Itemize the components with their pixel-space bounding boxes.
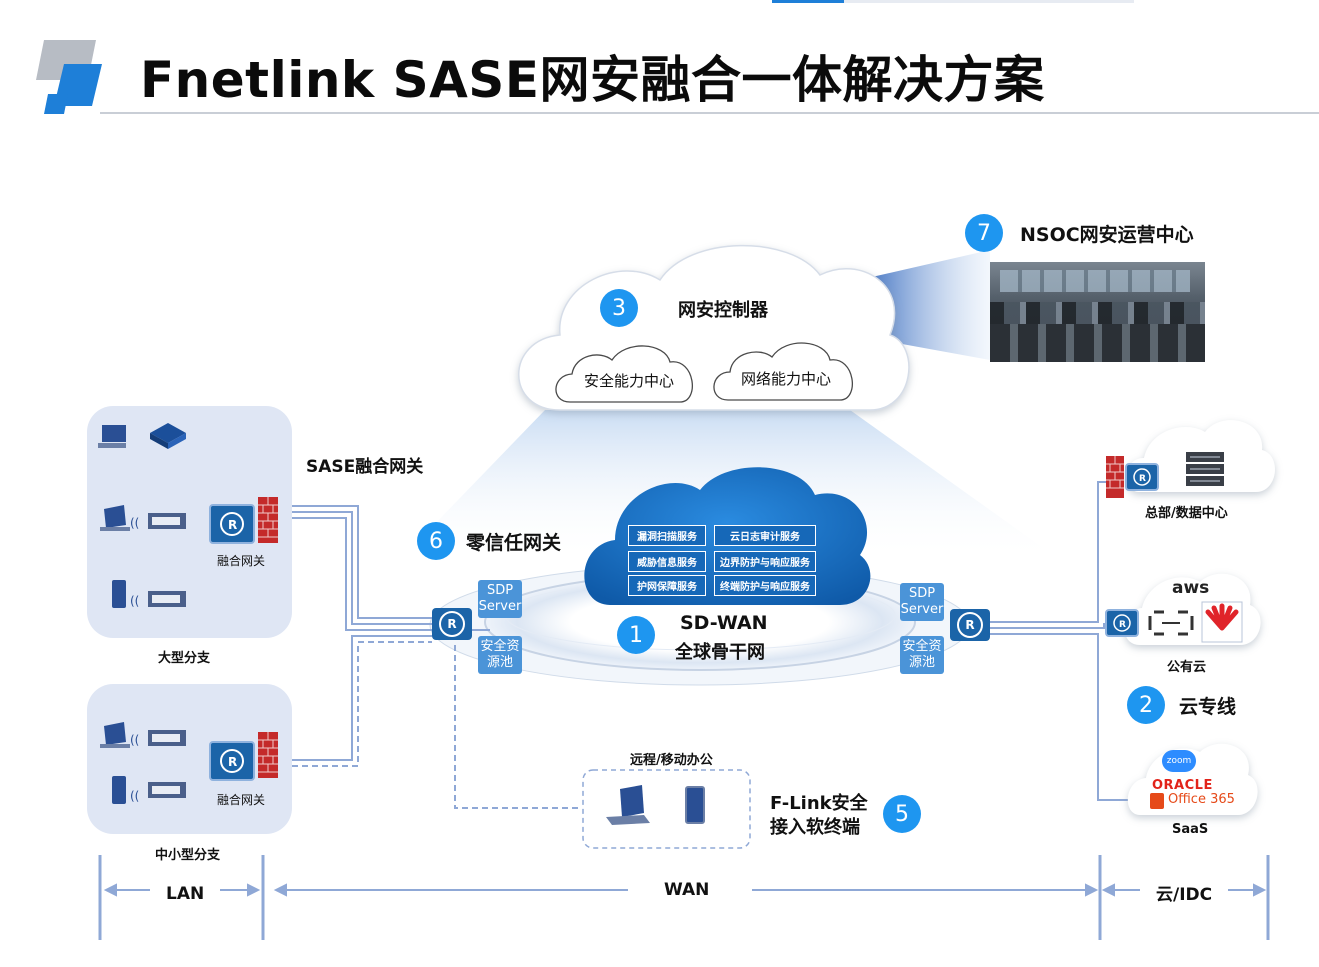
switch-icon (150, 423, 186, 449)
large-branch-devices: (( (( R (98, 423, 278, 608)
nsoc-photo (990, 262, 1205, 362)
zoom-logo: zoom (1162, 750, 1196, 772)
remote-number-badge: 5 (883, 795, 921, 833)
svg-text:((: (( (130, 594, 139, 608)
zone-rulers (98, 855, 1270, 940)
cloud-line-label: 云专线 (1179, 696, 1237, 718)
service-hvv-support: 护网保障服务 (628, 575, 706, 596)
svg-text:R: R (228, 518, 237, 532)
sdwan-number-badge: 1 (617, 616, 655, 654)
small-branch-gateway-label: 融合网关 (217, 793, 266, 807)
sase-label: SASE融合网关 (306, 457, 424, 477)
security-capability-center: 安全能力中心 (584, 372, 675, 390)
tablet-icon (685, 786, 705, 824)
wifi-ap-icon (148, 513, 186, 529)
title-divider (100, 112, 1319, 114)
logo-icon (36, 40, 102, 114)
svg-text:R: R (228, 755, 237, 769)
security-cloud-shape (555, 345, 693, 403)
network-capability-center: 网络能力中心 (741, 370, 832, 388)
tablet-icon (112, 580, 126, 608)
svg-text:((: (( (130, 516, 139, 530)
sdp-server-right: SDP Server (900, 583, 944, 621)
large-branch-gateway-label: 融合网关 (217, 554, 266, 568)
remote-client-line1: F-Link安全 (770, 793, 868, 814)
logo-mark (34, 40, 104, 116)
page-title: Fnetlink SASE网安融合一体解决方案 (140, 51, 1045, 109)
sdwan-subtitle: 全球骨干网 (675, 642, 765, 663)
office365-logo: Office 365 (1168, 792, 1235, 807)
controller-number-badge: 3 (600, 289, 638, 327)
zone-lan-label: LAN (166, 884, 205, 904)
small-branch-box (87, 684, 292, 834)
service-boundary-defense: 边界防护与响应服务 (714, 551, 816, 572)
hq-devices: R (1106, 452, 1224, 498)
service-cloud-log-audit: 云日志审计服务 (714, 525, 816, 546)
zone-idc-label: 云/IDC (1156, 885, 1213, 905)
left-edge-router: R (432, 608, 472, 640)
svg-text:((: (( (130, 789, 139, 803)
nsoc-number-badge: 7 (965, 214, 1003, 252)
public-cloud-devices: R (1105, 601, 1243, 643)
huawei-icon (1205, 603, 1239, 631)
laptop-icon (100, 505, 130, 531)
service-vuln-scan: 漏洞扫描服务 (628, 525, 706, 546)
laptop-icon (606, 785, 650, 825)
remote-link (454, 645, 582, 809)
firewall-icon (1106, 456, 1124, 498)
laptop-icon (100, 722, 130, 748)
large-branch-links (282, 505, 432, 631)
wifi-ap-icon (148, 782, 186, 798)
hq-label: 总部/数据中心 (1145, 506, 1228, 521)
remote-devices (606, 785, 705, 825)
small-branch-links (282, 635, 432, 767)
sdp-server-left: SDP Server (478, 580, 522, 618)
nsoc-label: NSOC网安运营中心 (1020, 224, 1194, 246)
resource-pool-left: 安全资源池 (478, 636, 522, 674)
network-cloud-shape (713, 342, 853, 401)
right-edge-router: R (950, 609, 990, 641)
zero-trust-label: 零信任网关 (466, 532, 562, 554)
office365-icon (1150, 793, 1164, 809)
svg-text:((: (( (130, 733, 139, 747)
desktop-pc-icon (98, 425, 126, 448)
tablet-icon (112, 776, 126, 804)
wifi-ap-icon (148, 730, 186, 746)
oracle-logo: ORACLE (1152, 778, 1213, 793)
zone-wan-label: WAN (664, 880, 710, 900)
controller-label: 网安控制器 (678, 300, 768, 321)
remote-office-title: 远程/移动办公 (630, 753, 713, 768)
zero-trust-number-badge: 6 (417, 522, 455, 560)
remote-client-line2: 接入软终端 (770, 817, 860, 838)
sdwan-title: SD-WAN (680, 612, 768, 634)
small-branch-label: 中小型分支 (155, 848, 221, 863)
firewall-icon (258, 732, 278, 778)
public-cloud-label: 公有云 (1167, 660, 1207, 675)
public-cloud-shape (1124, 573, 1261, 645)
firewall-icon (258, 497, 278, 543)
saas-label: SaaS (1172, 822, 1209, 837)
top-tab-bar (772, 0, 1134, 3)
service-threat-intel: 威胁信息服务 (628, 551, 706, 572)
router-icon: R (439, 611, 465, 637)
aws-logo: aws (1172, 578, 1210, 598)
large-branch-label: 大型分支 (158, 651, 211, 666)
service-endpoint-defense: 终端防护与响应服务 (714, 575, 816, 596)
svg-text:R: R (1139, 474, 1146, 484)
resource-pool-right: 安全资源池 (900, 636, 944, 674)
alibaba-cloud-icon (1148, 610, 1194, 636)
svg-text:R: R (1119, 620, 1126, 630)
server-rack-icon (1186, 452, 1224, 486)
router-icon: R (957, 612, 983, 638)
wifi-ap-icon (148, 591, 186, 607)
cloud-line-number-badge: 2 (1127, 686, 1165, 724)
small-branch-devices: (( (( R (100, 722, 278, 804)
